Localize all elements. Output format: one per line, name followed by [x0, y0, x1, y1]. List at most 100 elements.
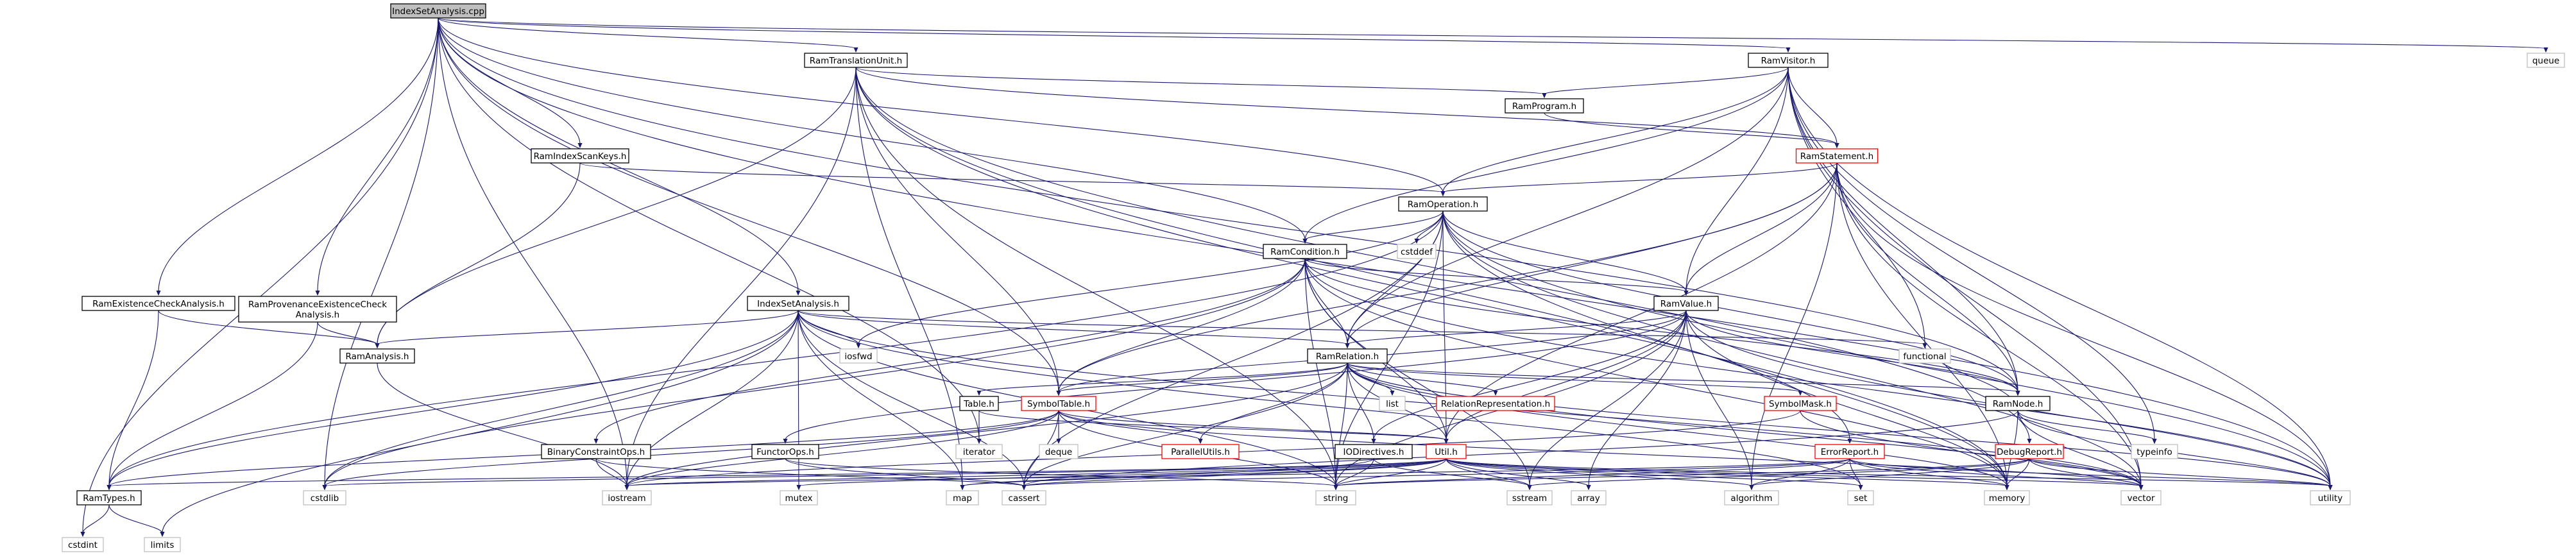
node-cstdint[interactable]: cstdint [62, 537, 104, 552]
edge-ramValue-to-sstream [1529, 310, 1687, 487]
node-iosfwd[interactable]: iosfwd [839, 348, 878, 364]
edge-debugReport-to-utility [2029, 458, 2331, 487]
node-limits[interactable]: limits [144, 537, 181, 552]
node-label-cassert: cassert [1009, 493, 1040, 504]
node-ioDirectives[interactable]: IODirectives.h [1335, 444, 1413, 459]
node-functional[interactable]: functional [1898, 348, 1951, 364]
edge-arrowhead-debugReport-to-utility [2328, 485, 2333, 490]
node-box-parallelUtils [1161, 444, 1240, 459]
node-label-ramIndexScanKeys: RamIndexScanKeys.h [534, 151, 627, 162]
node-ramVisitor[interactable]: RamVisitor.h [1748, 53, 1829, 68]
node-ramAnalysis[interactable]: RamAnalysis.h [339, 348, 415, 364]
node-util[interactable]: Util.h [1426, 444, 1467, 459]
node-queue[interactable]: queue [2527, 53, 2565, 68]
node-ramNode[interactable]: RamNode.h [1985, 396, 2051, 411]
edge-ramTU-to-iostream [626, 67, 857, 487]
node-label-ramCondition: RamCondition.h [1270, 247, 1340, 257]
edge-arrowhead-ramNode-to-typeinfo [2152, 439, 2157, 444]
node-utility[interactable]: utility [2310, 490, 2351, 505]
edge-ramVisitor-to-functional [1787, 67, 1925, 345]
edge-ramCondition-to-ramNode [1304, 258, 2018, 393]
node-set[interactable]: set [1847, 490, 1874, 505]
node-label-symbolMask: SymbolMask.h [1769, 399, 1832, 409]
edge-arrowhead-ramRelation-to-table [977, 391, 982, 396]
node-deque[interactable]: deque [1039, 444, 1079, 459]
node-ramTU[interactable]: RamTranslationUnit.h [804, 53, 908, 68]
node-algorithm[interactable]: algorithm [1724, 490, 1779, 505]
node-symbolTable[interactable]: SymbolTable.h [1021, 396, 1096, 411]
node-ramCondition[interactable]: RamCondition.h [1263, 244, 1347, 259]
node-errorReport[interactable]: ErrorReport.h [1814, 444, 1885, 459]
edge-arrowhead-ramValue-to-ramRelation [1345, 343, 1350, 348]
node-ramStatement[interactable]: RamStatement.h [1795, 148, 1879, 164]
node-label-ramExistence: RamExistenceCheckAnalysis.h [92, 299, 225, 309]
node-box-list [1379, 396, 1406, 411]
edge-root-to-iostream [438, 17, 627, 487]
edge-ramTU-to-symbolTable [855, 67, 1059, 393]
node-mutex[interactable]: mutex [780, 490, 818, 505]
edge-ramRelation-to-parallelUtils [1200, 362, 1348, 441]
edge-root-to-ramOperation [438, 17, 1444, 193]
node-vector[interactable]: vector [2120, 490, 2162, 505]
node-typeinfo[interactable]: typeinfo [2131, 444, 2178, 459]
node-box-ramTypes [76, 490, 142, 505]
edge-ramIndexScanKeys-to-ramOperation [579, 162, 1444, 193]
node-map[interactable]: map [946, 490, 979, 505]
node-ramProgram[interactable]: RamProgram.h [1505, 98, 1584, 114]
node-ramTypes[interactable]: RamTypes.h [76, 490, 142, 505]
edge-ramStatement-to-memory [1836, 162, 2008, 487]
edge-arrowhead-symbolTable-to-util [1444, 439, 1449, 444]
node-binaryConstraint[interactable]: BinaryConstraintOps.h [541, 444, 651, 459]
node-debugReport[interactable]: DebugReport.h [1995, 444, 2064, 459]
node-box-vector [2120, 490, 2162, 505]
node-label-string: string [1324, 493, 1349, 504]
node-iterator[interactable]: iterator [955, 444, 1003, 459]
node-cassert[interactable]: cassert [1002, 490, 1046, 505]
node-sstream[interactable]: sstream [1506, 490, 1553, 505]
edge-ramOperation-to-ramNode [1442, 210, 2018, 393]
node-box-symbolMask [1764, 396, 1837, 411]
node-ramIndexScanKeys[interactable]: RamIndexScanKeys.h [531, 148, 629, 164]
edge-ramTU-to-errorReport [855, 67, 1850, 441]
node-iostream[interactable]: iostream [602, 490, 652, 505]
node-ramExistence[interactable]: RamExistenceCheckAnalysis.h [81, 296, 235, 311]
edge-ramCondition-to-binaryConstraint [595, 258, 1306, 441]
node-box-iterator [955, 444, 1003, 459]
node-cstddef[interactable]: cstddef [1397, 244, 1437, 259]
node-label-ioDirectives: IODirectives.h [1343, 447, 1404, 457]
node-symbolMask[interactable]: SymbolMask.h [1764, 396, 1837, 411]
node-ramRelation[interactable]: RamRelation.h [1307, 348, 1388, 364]
edge-ramRelation-to-symbolMask [1347, 362, 1801, 393]
node-label-iostream: iostream [608, 493, 645, 504]
node-box-ramTU [804, 53, 908, 68]
node-label-ramProvenance: RamProvenanceExistenceCheck [248, 300, 387, 310]
edge-root-to-ramNode [438, 17, 2018, 393]
node-ramValue[interactable]: RamValue.h [1653, 296, 1719, 311]
node-table[interactable]: Table.h [959, 396, 999, 411]
edge-ramTU-to-ramProgram [855, 67, 1545, 95]
node-label-algorithm: algorithm [1730, 493, 1772, 504]
node-root[interactable]: IndexSetAnalysis.cpp [390, 3, 486, 19]
node-relRep[interactable]: RelationRepresentation.h [1436, 396, 1555, 411]
node-label-sstream: sstream [1512, 493, 1547, 504]
edge-ramAnalysis-to-iostream [377, 362, 627, 487]
node-indexSetAnalysisH[interactable]: IndexSetAnalysis.h [747, 296, 849, 311]
edge-ramCondition-to-ramRelation [1304, 258, 1348, 345]
edge-ramTypes-to-cstdint [82, 504, 110, 534]
edge-arrowhead-ramProgram-to-ramStatement [1834, 143, 1839, 148]
edge-ramNode-to-vector [2017, 410, 2142, 487]
edge-util-to-memory [1446, 458, 2008, 487]
node-list[interactable]: list [1379, 396, 1406, 411]
node-array[interactable]: array [1571, 490, 1607, 505]
node-cstdlib[interactable]: cstdlib [303, 490, 346, 505]
node-parallelUtils[interactable]: ParallelUtils.h [1161, 444, 1240, 459]
node-functorOps[interactable]: FunctorOps.h [751, 444, 819, 459]
edge-root-to-ramVisitor [438, 17, 1789, 49]
node-ramOperation[interactable]: RamOperation.h [1398, 196, 1488, 212]
node-memory[interactable]: memory [1984, 490, 2030, 505]
node-string[interactable]: string [1315, 490, 1356, 505]
edge-arrowhead-ramNode-to-functional [1922, 343, 1927, 348]
edge-ramOperation-to-iosfwd [858, 210, 1444, 345]
